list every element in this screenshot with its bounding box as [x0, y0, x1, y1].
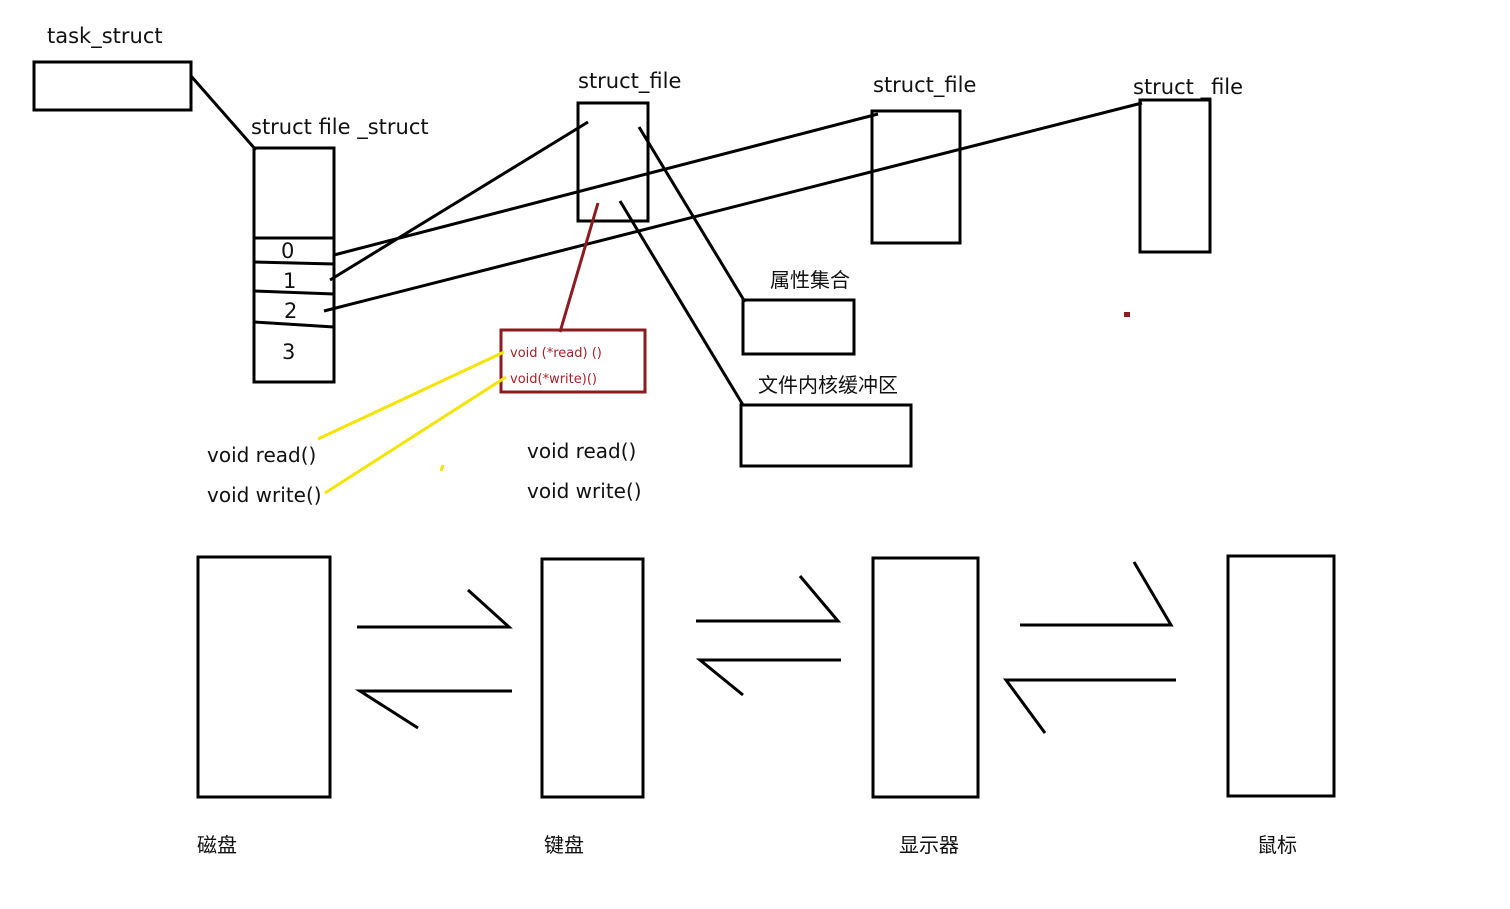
func-ptr-box	[499, 328, 647, 394]
fd-slot-0: 0	[281, 239, 294, 263]
device-mouse-label: 鼠标	[1257, 833, 1297, 857]
files-struct-box	[252, 146, 336, 384]
fd0-to-file2-link	[333, 112, 879, 257]
arrow-display-to-keyboard	[695, 658, 841, 697]
struct-file-2-box	[870, 109, 962, 245]
fd-divider-c	[253, 289, 335, 296]
struct-file-3-box	[1138, 98, 1212, 254]
attr-set-label: 属性集合	[770, 268, 850, 292]
arrow-keyboard-to-display	[696, 575, 842, 623]
fd2-to-file3-link	[323, 101, 1143, 313]
mid-read-label: void read()	[527, 439, 636, 463]
device-mouse-box	[1226, 554, 1336, 798]
device-keyboard-label: 键盘	[544, 833, 584, 857]
device-display-box	[871, 556, 980, 799]
struct-file-1-box	[576, 101, 650, 223]
write-ptr-yellow-link	[324, 375, 507, 495]
fd1-to-file1-link	[329, 120, 589, 282]
fd-slot-2: 2	[284, 299, 297, 323]
device-display-label: 显示器	[899, 833, 959, 857]
struct-file-2-label: struct_file	[873, 73, 976, 98]
arrow-display-to-mouse	[1020, 561, 1174, 627]
fd-slot-3: 3	[282, 340, 295, 364]
arrow-disk-to-keyboard	[357, 588, 513, 629]
yellow-mark	[439, 464, 445, 472]
kernel-buffer-box	[739, 403, 913, 468]
mid-write-label: void write()	[527, 479, 642, 503]
device-keyboard-box	[540, 557, 645, 799]
files-struct-label: struct file _struct	[251, 115, 429, 140]
file1-to-attr-link	[637, 126, 747, 303]
read-ptr-text: void (*read) ()	[510, 346, 602, 361]
attr-set-box	[741, 298, 856, 356]
write-ptr-text: void(*write)()	[510, 372, 597, 387]
task-struct-label: task_struct	[47, 24, 163, 49]
file1-to-ops-link	[558, 202, 600, 333]
fd-slot-1: 1	[283, 269, 296, 293]
struct-file-1-label: struct_file	[578, 69, 681, 94]
task-to-files-link	[189, 75, 258, 151]
left-read-label: void read()	[207, 443, 316, 467]
red-dot	[1124, 312, 1130, 317]
left-write-label: void write()	[207, 483, 322, 507]
device-disk-box	[196, 555, 332, 799]
device-disk-label: 磁盘	[197, 833, 237, 857]
arrow-keyboard-to-disk	[354, 689, 512, 730]
task-struct-box	[32, 60, 193, 112]
struct-file-3-label: struct _file	[1133, 75, 1243, 100]
read-ptr-yellow-link	[317, 350, 505, 441]
fd-divider-d	[253, 320, 335, 329]
arrow-mouse-to-display	[1003, 678, 1176, 734]
fd-divider-b	[253, 260, 335, 266]
file1-to-buffer-link	[618, 200, 745, 406]
kernel-buffer-label: 文件内核缓冲区	[758, 373, 898, 397]
